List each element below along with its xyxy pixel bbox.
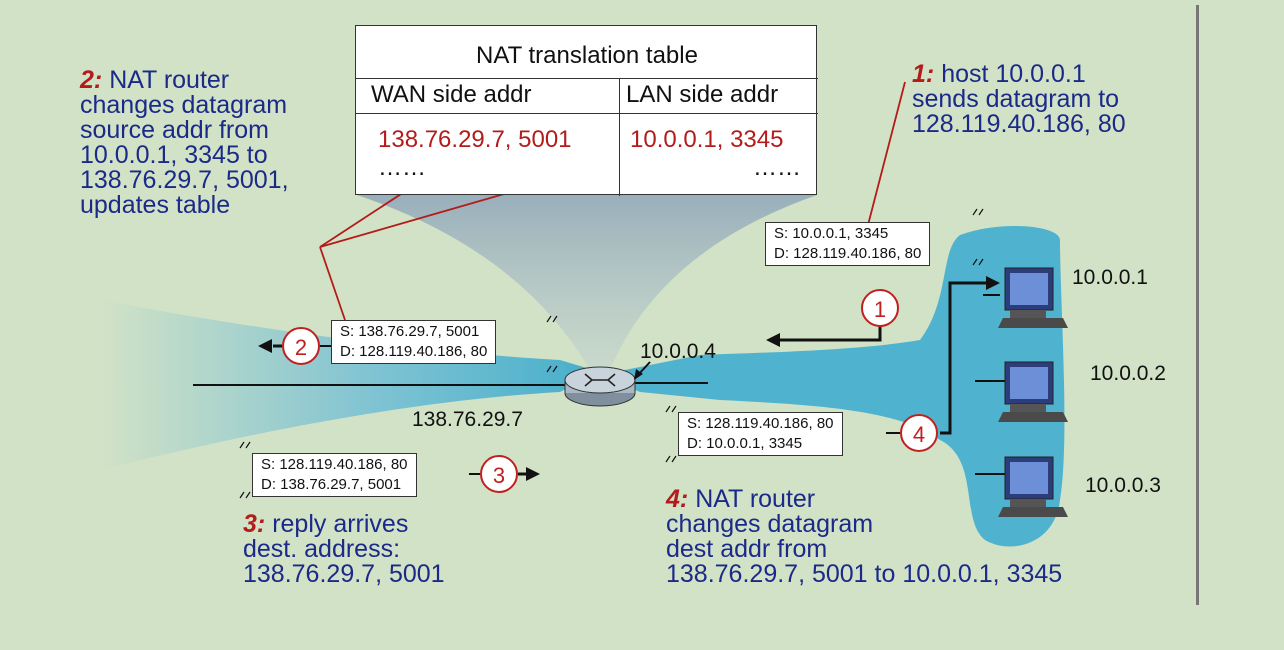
step-4-description: 4: NAT router changes datagram dest addr… [666,485,1063,588]
row-wan-ellipsis: …… [378,154,426,181]
col-wan-header: WAN side addr [371,81,532,108]
step-circle-4: 4 [900,414,938,452]
col-lan-header: LAN side addr [626,81,779,108]
step-2-description: 2: NAT router changes datagram source ad… [80,66,289,219]
step-circle-1: 1 [861,289,899,327]
packet-1: S: 10.0.0.1, 3345 D: 128.119.40.186, 80 [765,222,931,266]
host-1-address: 10.0.0.1 [1072,266,1148,289]
router-wan-address: 138.76.29.7 [412,408,523,431]
packet-4: S: 128.119.40.186, 80 D: 10.0.0.1, 3345 [678,412,843,456]
nat-translation-table: NAT translation table WAN side addr LAN … [355,25,818,196]
router-icon [564,366,636,407]
step-1-description: 1: host 10.0.0.1 sends datagram to 128.1… [912,60,1126,138]
row-lan-ellipsis: …… [753,154,801,181]
packet-3: S: 128.119.40.186, 80 D: 138.76.29.7, 50… [252,453,417,497]
packet-2: S: 138.76.29.7, 5001 D: 128.119.40.186, … [331,320,497,364]
step-3-description: 3: reply arrives dest. address: 138.76.2… [243,510,445,588]
lan-region [600,225,1065,547]
row-lan-value: 10.0.0.1, 3345 [630,126,784,153]
computer-1-icon [998,267,1068,328]
computer-2-icon [998,361,1068,422]
host-2-address: 10.0.0.2 [1090,362,1166,385]
host-3-address: 10.0.0.3 [1085,474,1161,497]
computer-3-icon [998,456,1068,517]
step-circle-3: 3 [480,455,518,493]
row-wan-value: 138.76.29.7, 5001 [378,126,572,153]
zoom-cone [357,195,817,370]
right-divider [1196,5,1199,605]
step-circle-2: 2 [282,327,320,365]
table-title: NAT translation table [476,42,698,69]
host-drops [975,294,1005,475]
router-lan-address: 10.0.0.4 [640,340,716,363]
